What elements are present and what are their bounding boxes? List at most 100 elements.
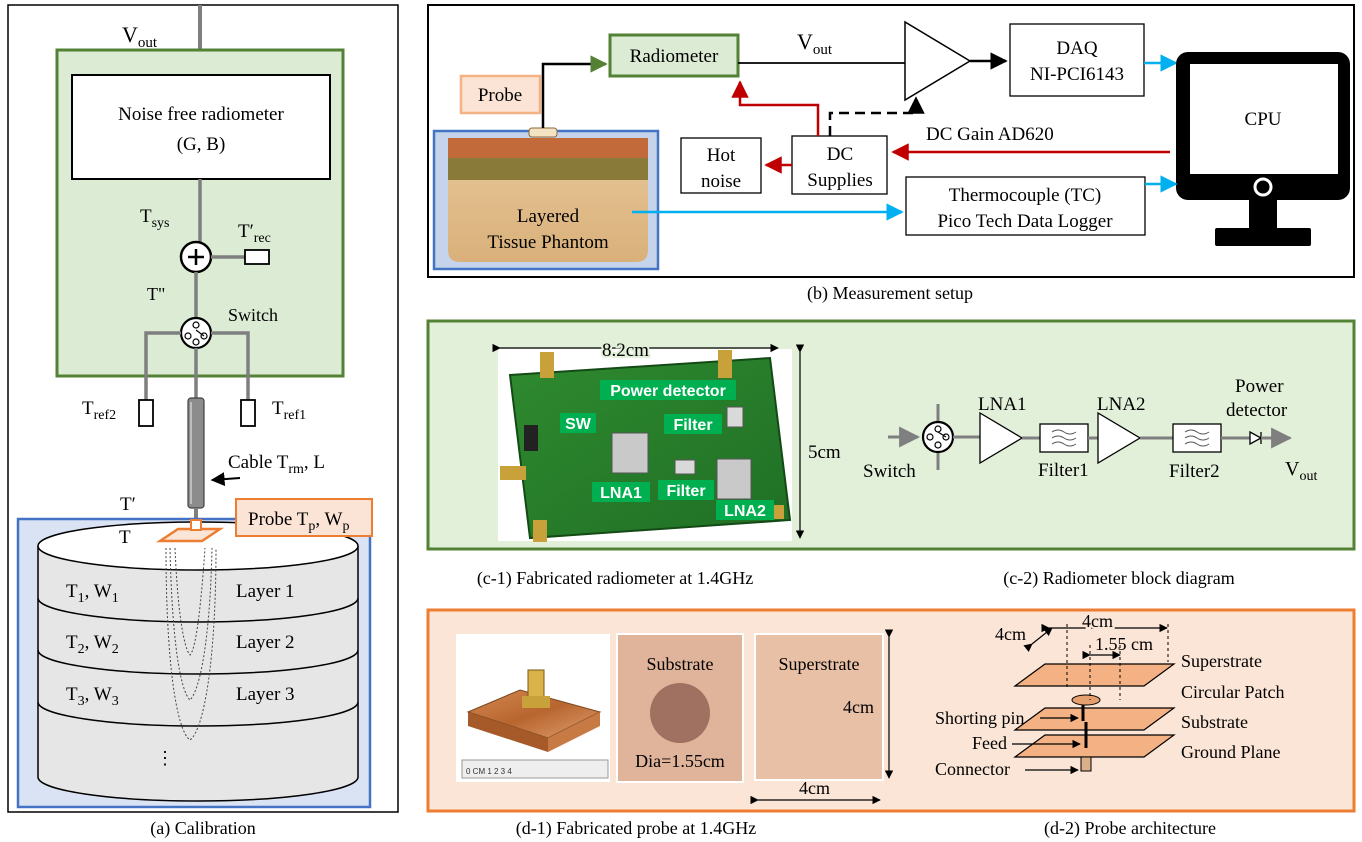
power-detector-label-1: Power (1235, 376, 1284, 397)
layer1-label: Layer 1 (236, 581, 295, 602)
dc-gain-amplifier (904, 20, 972, 102)
substrate-patch (650, 683, 710, 743)
dc-gain-label: DC Gain AD620 (926, 124, 1054, 145)
vout-label-b: Vout (797, 29, 833, 58)
cable-label: Cable Trm, L (228, 452, 325, 477)
filter-tag-a (664, 414, 722, 434)
tissue-cylinder (37, 521, 359, 802)
ruler-marks: 0 CM 1 2 3 4 (466, 767, 512, 776)
measurement-panel: Layered Tissue Phantom Probe Radiometer … (427, 4, 1355, 304)
layer3-label: Layer 3 (236, 684, 295, 705)
tref1-branch (211, 331, 250, 400)
probe-architecture (1013, 624, 1176, 772)
layer2-tw: T2, W2 (66, 632, 119, 657)
power-detector-photo-label: Power detector (610, 383, 726, 400)
cable-arrow (210, 472, 241, 487)
tc-label-2: Pico Tech Data Logger (937, 211, 1113, 232)
tref1-label: Tref1 (272, 398, 306, 423)
filter1-label: Filter1 (1038, 460, 1089, 481)
superstrate-photo (754, 633, 884, 781)
lna2-tag (716, 500, 774, 520)
layer2-label: Layer 2 (236, 632, 295, 653)
tref2-branch (144, 331, 181, 400)
arch-shorting-pin: Shorting pin (935, 708, 1025, 728)
radiometer-params: (G, B) (177, 134, 226, 155)
caption-a: (a) Calibration (150, 818, 255, 839)
radiometer-label-b: Radiometer (630, 46, 719, 67)
height-label: 5cm (808, 442, 841, 463)
lna2-block (1097, 411, 1142, 465)
lna2-photo-label: LNA2 (724, 503, 766, 520)
filter-photo-label-a: Filter (673, 417, 712, 434)
probe-box-b (459, 74, 542, 115)
daq-label-2: NI-PCI6143 (1030, 64, 1124, 85)
arch-circular-patch: Circular Patch (1181, 682, 1284, 702)
dc-label-2: Supplies (807, 170, 872, 191)
t-prime-label: T′ (120, 494, 136, 515)
probe-photo: 0 CM 1 2 3 4 (456, 634, 610, 782)
caption-d1: (d-1) Fabricated probe at 1.4GHz (516, 818, 756, 839)
cpu-label: CPU (1245, 109, 1282, 130)
power-detector-label-2: detector (1226, 400, 1288, 421)
noise-free-radiometer-box (71, 74, 331, 180)
tref1-resistor (240, 399, 256, 427)
dc-supplies-box (791, 135, 888, 195)
tsys-label: Tsys (140, 206, 170, 231)
dc-to-amplifier (828, 96, 925, 136)
arch-depth-dim (1023, 627, 1053, 653)
bottom-dim-label: 4cm (799, 778, 830, 798)
phantom-photo (432, 127, 660, 271)
filter2-label: Filter2 (1169, 461, 1220, 482)
tref2-label: Tref2 (82, 398, 116, 423)
superstrate-photo-label: Superstrate (779, 654, 860, 674)
arch-width-label: 4cm (1082, 611, 1113, 631)
arch-ground-plane: Ground Plane (1181, 742, 1280, 762)
cpu-monitor (1176, 52, 1350, 246)
filter-tag-b (658, 480, 714, 500)
lna1-block-label: LNA1 (978, 394, 1027, 415)
phantom-label-1: Layered (517, 206, 580, 227)
phantom-label-2: Tissue Phantom (487, 232, 608, 253)
probe-patch-a (155, 527, 225, 543)
trec-label: T′rec (238, 221, 271, 246)
lna1-block (979, 411, 1024, 465)
calibration-panel: Vout Noise free radiometer (G, B) Tsys T… (7, 4, 399, 839)
layer-ellipsis: ⋮ (156, 748, 174, 768)
probe-label-box-a (235, 498, 373, 537)
power-detector-diode (1249, 430, 1263, 446)
radiometer-panel: Power detector SW Filter Filter LNA1 LNA… (426, 319, 1356, 589)
thermocouple-box (905, 176, 1146, 236)
dc-label-1: DC (827, 144, 853, 165)
tref2-resistor (138, 399, 154, 427)
arch-feed: Feed (972, 733, 1007, 753)
dc-to-radiometer (731, 80, 820, 136)
tc-label-1: Thermocouple (TC) (949, 185, 1101, 206)
probe-panel: 0 CM 1 2 3 4 Substrate Dia=1.55cm Supers… (426, 608, 1356, 839)
substrate-photo-label: Substrate (647, 654, 714, 674)
hot-label-1: Hot (707, 145, 736, 166)
layer1-tw: T1, W1 (66, 581, 119, 606)
t-double-label: T" (147, 284, 165, 304)
probe-label-a: Probe Tp, Wp (248, 509, 349, 534)
side-dim-label: 4cm (843, 697, 874, 717)
caption-d2: (d-2) Probe architecture (1044, 818, 1216, 839)
arch-patch-label: 1.55 cm (1095, 634, 1153, 654)
vout-label-a: Vout (122, 22, 158, 51)
hot-label-2: noise (701, 171, 741, 192)
lna1-photo-label: LNA1 (600, 485, 642, 502)
trec-resistor (244, 249, 270, 265)
sw-tag (560, 413, 596, 433)
width-label: 8.2cm (602, 340, 649, 361)
switch-label-a: Switch (228, 305, 278, 325)
daq-box (1009, 23, 1145, 97)
filter-photo-label-b: Filter (666, 483, 705, 500)
caption-b: (b) Measurement setup (807, 283, 973, 304)
t-surface-label: T (119, 527, 131, 548)
layer3-tw: T3, W3 (66, 684, 119, 709)
switch-label-c: Switch (863, 461, 916, 482)
hot-noise-box (680, 137, 762, 194)
arch-depth-label: 4cm (995, 624, 1026, 644)
sw-photo-label: SW (565, 416, 592, 433)
